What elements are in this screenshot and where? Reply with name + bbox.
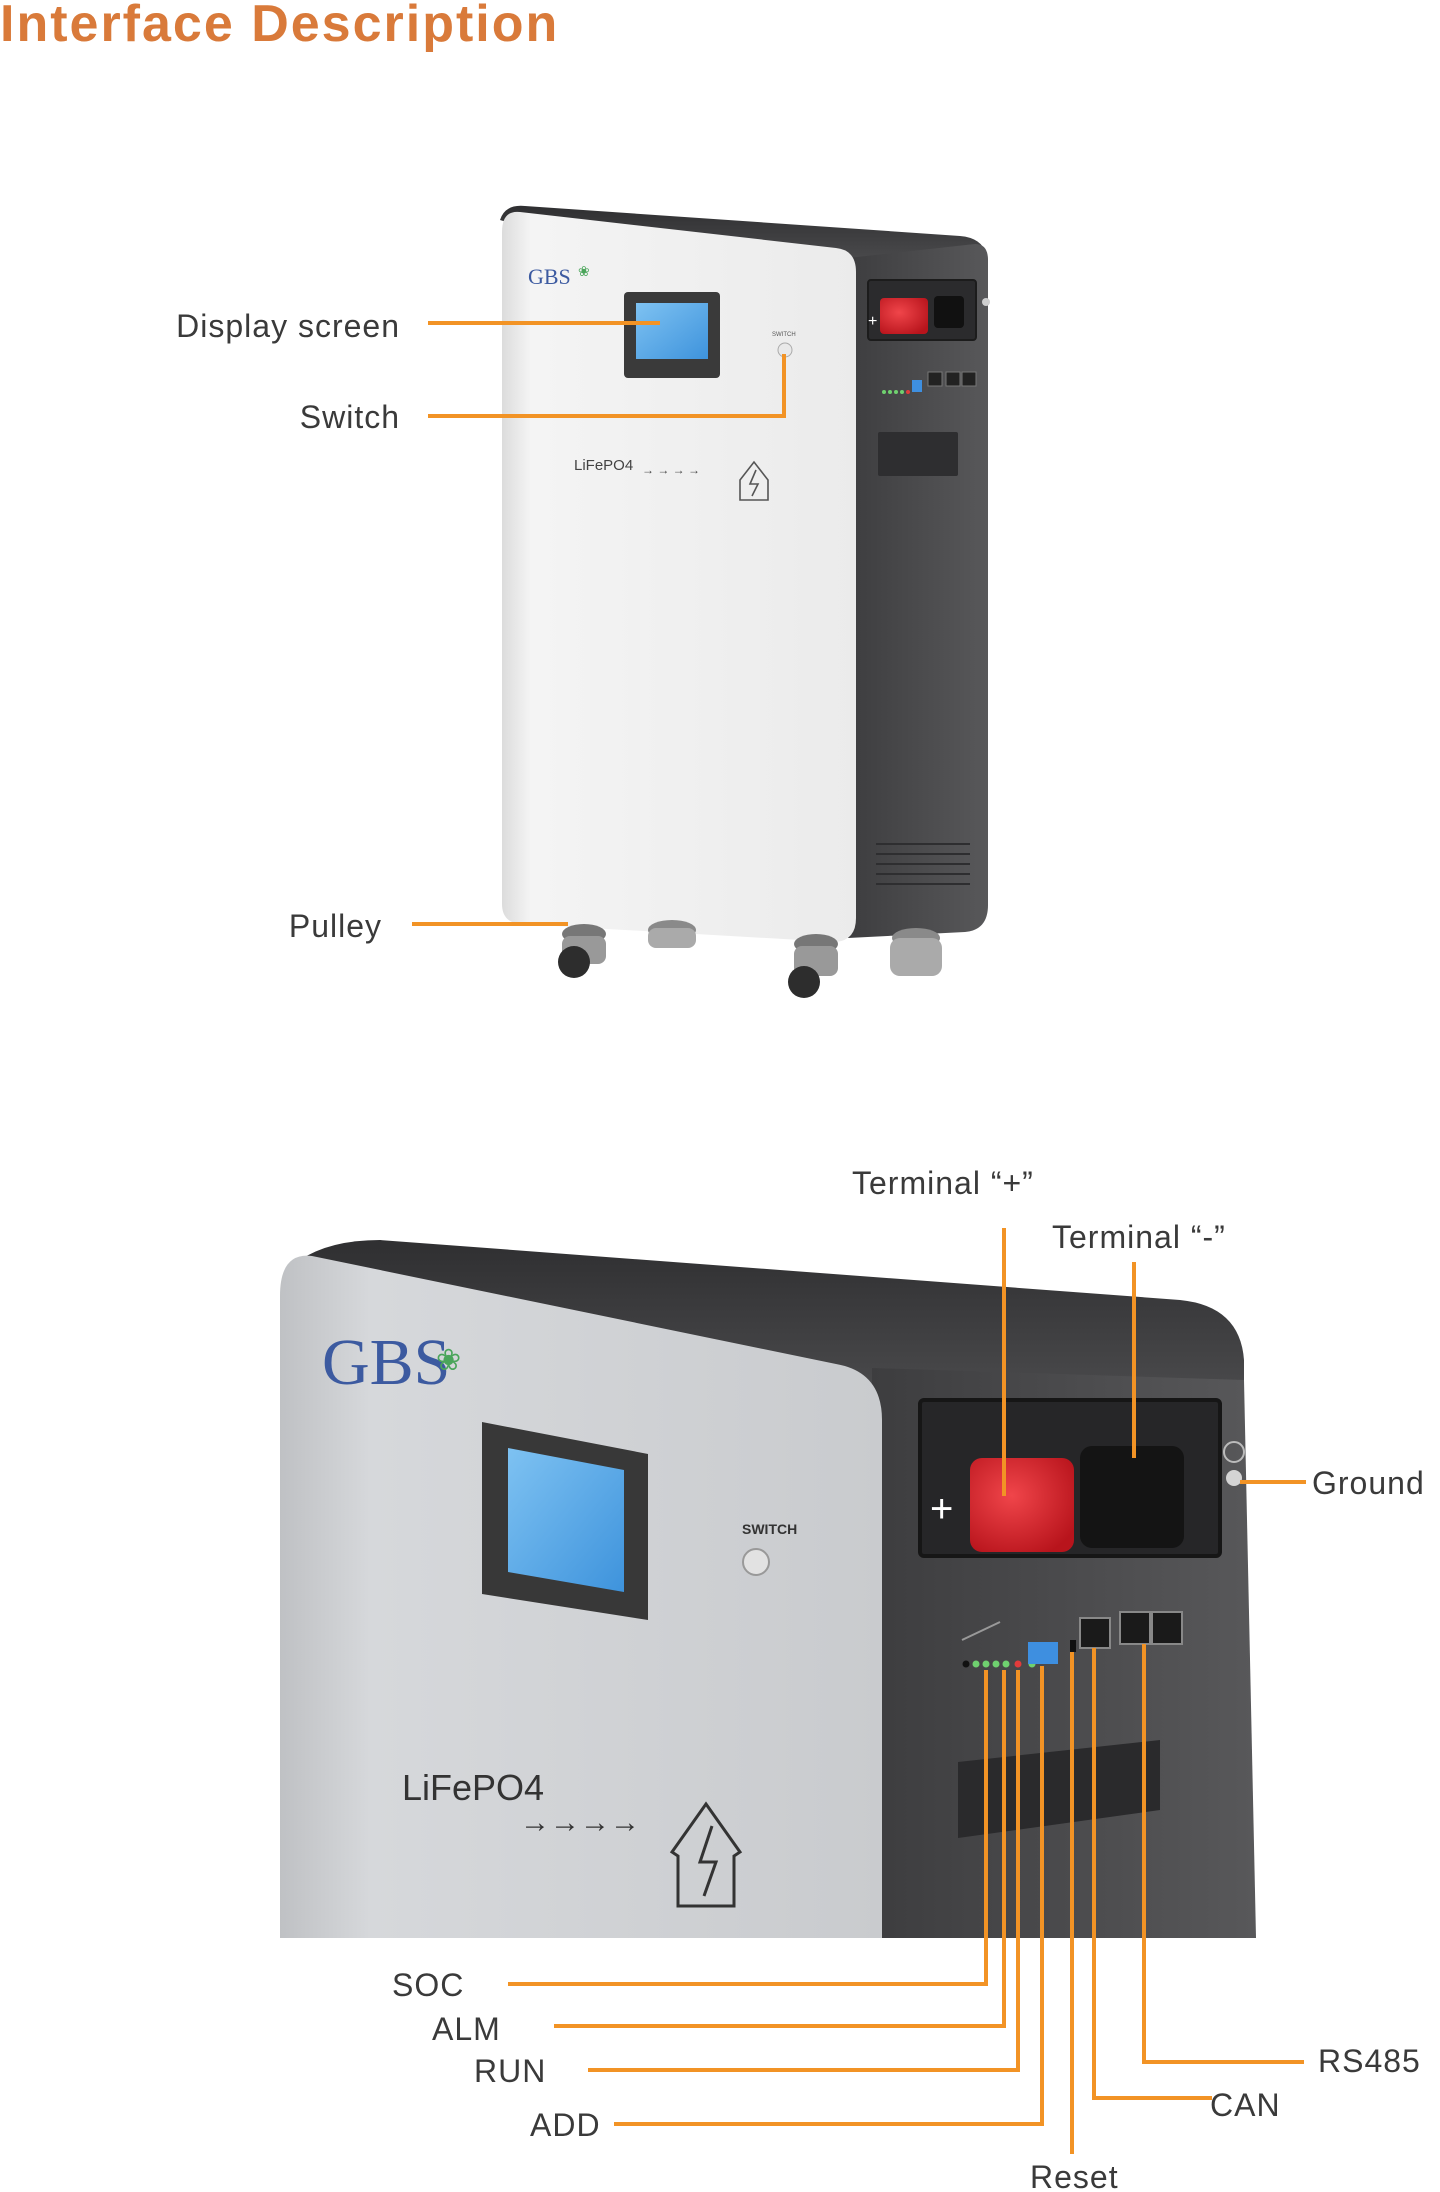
closeup-arrow-marks: →→→→	[520, 1806, 640, 1839]
label-terminal-neg: Terminal “-”	[1052, 1219, 1226, 1255]
battery-full-view: GBS ❀ SWITCH LiFePO4 → → → → +	[500, 205, 990, 998]
leader-can	[1092, 1648, 1212, 2100]
closeup-chemistry-label: LiFePO4	[402, 1767, 544, 1808]
closeup-terminal-negative	[1080, 1446, 1184, 1548]
label-add: ADD	[530, 2107, 601, 2143]
closeup-ports	[961, 1611, 1183, 1668]
label-terminal-pos: Terminal “+”	[852, 1165, 1034, 1201]
chemistry-label: LiFePO4	[574, 457, 633, 474]
battery-side-body	[848, 244, 988, 938]
battery-front-panel	[502, 211, 856, 943]
closeup-handle-slot	[958, 1740, 1160, 1838]
label-rs485: RS485	[1318, 2043, 1421, 2079]
label-switch: Switch	[300, 399, 400, 435]
closeup-switch-print: SWITCH	[742, 1521, 797, 1537]
leader-rs485	[1142, 1644, 1304, 2064]
leader-switch	[428, 354, 786, 418]
terminal-positive-small	[880, 298, 928, 334]
label-reset: Reset	[1030, 2159, 1119, 2192]
switch-print: SWITCH	[772, 332, 796, 338]
label-run: RUN	[474, 2053, 546, 2089]
label-can: CAN	[1210, 2087, 1281, 2123]
pulley-wheels	[558, 920, 942, 998]
leader-add	[614, 1666, 1044, 2126]
ports-row-small	[882, 371, 977, 394]
top-leaders	[412, 321, 786, 926]
terminal-negative-small	[934, 296, 964, 328]
battery-closeup-view: GBS ❀ SWITCH LiFePO4 →→→→ +	[280, 1240, 1256, 1938]
closeup-house-lightning-icon	[669, 1801, 743, 1908]
closeup-logo-text: GBS	[322, 1326, 450, 1399]
house-lightning-icon	[739, 460, 769, 501]
leaf-icon: ❀	[578, 263, 590, 279]
closeup-leaf-icon: ❀	[436, 1344, 461, 1377]
vent-grille	[876, 843, 970, 885]
closeup-screen	[508, 1448, 624, 1592]
handle-slot-small	[878, 432, 958, 476]
battery-top-lid	[500, 205, 988, 262]
gbs-logo: GBS ❀	[528, 263, 590, 289]
leader-run	[588, 1670, 1020, 2072]
closeup-switch-button[interactable]	[742, 1548, 770, 1576]
closeup-terminal-positive	[970, 1458, 1074, 1552]
page-title: Interface Description	[0, 0, 560, 53]
closeup-plus-mark: +	[930, 1487, 953, 1531]
label-ground: Ground	[1312, 1465, 1425, 1501]
label-pulley: Pulley	[289, 908, 382, 944]
gbs-logo-text: GBS	[528, 264, 571, 289]
display-screen	[636, 303, 708, 359]
closeup-ground-screw	[1226, 1470, 1242, 1486]
plus-mark-small: +	[868, 313, 877, 330]
closeup-ground-symbol	[1223, 1441, 1245, 1463]
arrow-marks: → → → →	[642, 463, 700, 477]
bottom-leaders	[508, 1228, 1306, 2154]
label-display-screen: Display screen	[176, 308, 400, 344]
label-soc: SOC	[392, 1967, 464, 2003]
leader-alm	[554, 1670, 1006, 2028]
leader-soc	[508, 1670, 988, 1986]
ground-screw-small	[982, 298, 990, 306]
closeup-top	[300, 1240, 1244, 1400]
label-alm: ALM	[432, 2011, 501, 2047]
